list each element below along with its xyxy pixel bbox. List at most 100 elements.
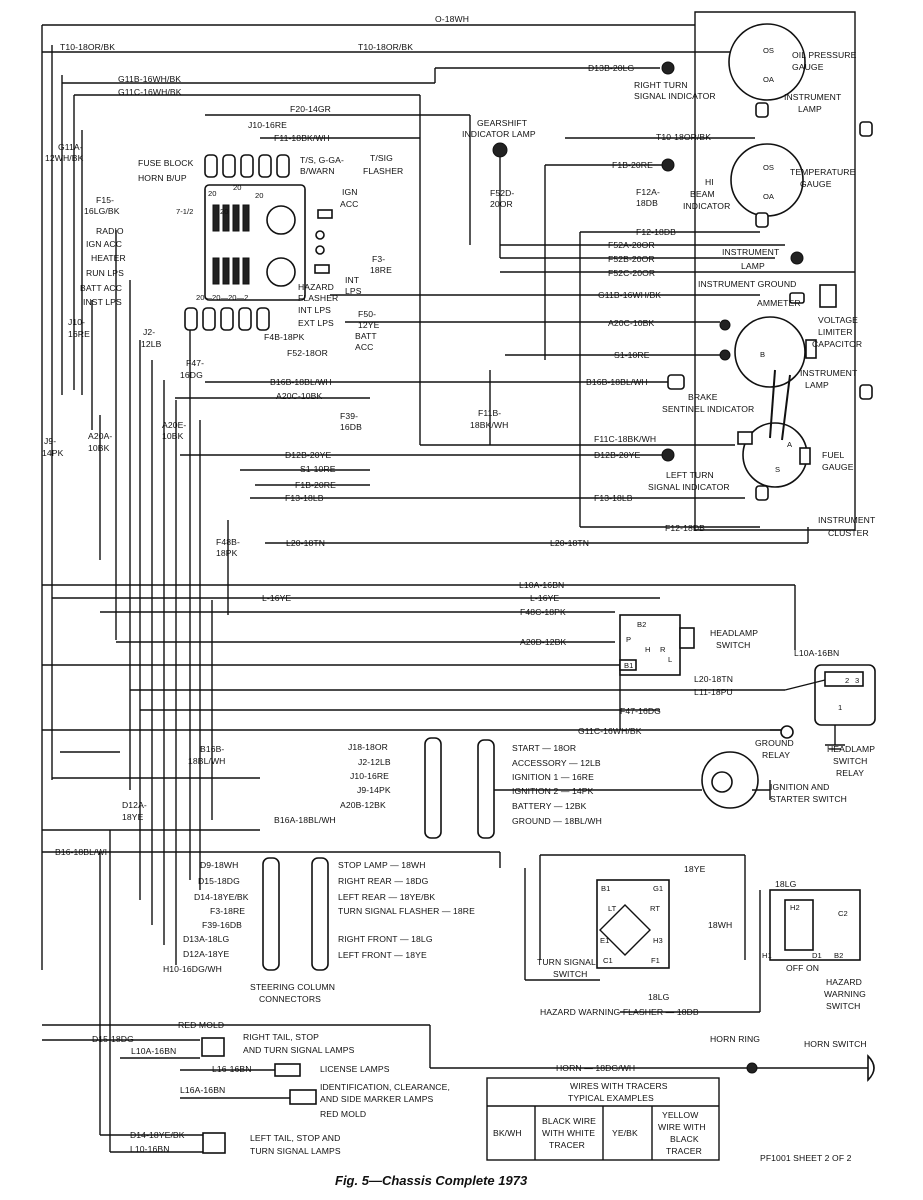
component-label: INSTRUMENT <box>818 515 876 525</box>
sheet-label: PF1001 SHEET 2 OF 2 <box>760 1153 852 1163</box>
fuse-right-label: INT LPS <box>298 305 331 315</box>
component-label: RIGHT TURN <box>634 80 688 90</box>
switch-term: RT <box>650 904 660 913</box>
fuse-right-label: BATT <box>355 331 377 341</box>
switch-term: B1 <box>601 884 610 893</box>
wire-label: 18WH <box>708 920 732 930</box>
table-title: WIRES WITH TRACERS <box>570 1081 668 1091</box>
table-cell: BLACK WIRE <box>542 1116 596 1126</box>
component-label: STARTER SWITCH <box>770 794 847 804</box>
component-label: RIGHT TAIL, STOP <box>243 1032 319 1042</box>
component-label: INSTRUMENT <box>722 247 780 257</box>
wire-label: F52B-20OR <box>608 254 655 264</box>
switch-term: E1 <box>600 936 609 945</box>
wire-label: F12-18DB <box>665 523 705 533</box>
wire-label: A20C-10BK <box>608 318 654 328</box>
component-label: HORN SWITCH <box>804 1039 867 1049</box>
component-label: INDICATOR <box>683 201 730 211</box>
wire-label: L20-18TN <box>694 674 733 684</box>
horizontal-wires <box>42 24 855 853</box>
wire-label: 18BL/WH <box>188 756 225 766</box>
wire-label: 18LG <box>775 879 797 889</box>
tracer-table <box>486 1077 720 1161</box>
component-label: GEARSHIFT <box>477 118 528 128</box>
component-label: BEAM <box>690 189 715 199</box>
hazard-switch-part <box>744 855 861 961</box>
wire-label: B16B-18BL/WH <box>586 377 648 387</box>
fuse-right-label: ACC <box>355 342 373 352</box>
fuse-label: RADIO <box>96 226 124 236</box>
wire-label: D15-18DG <box>92 1034 134 1044</box>
fuse-connectors-bottom <box>184 307 270 331</box>
component-label: TURN SIGNAL <box>537 957 596 967</box>
wire-label: F1B-20RE <box>612 160 653 170</box>
table-cell: WITH WHITE <box>542 1128 595 1138</box>
fuse-side-terminals <box>314 209 333 274</box>
component-label: WARNING <box>824 989 866 999</box>
component-label: LEFT TAIL, STOP AND <box>250 1133 340 1143</box>
table-cell: BK/WH <box>493 1128 522 1138</box>
component-label: SWITCH <box>833 756 868 766</box>
fuse-number: 20 <box>220 207 228 216</box>
component-label: LIMITER <box>818 327 853 337</box>
wire-label: T10-18OR/BK <box>60 42 115 52</box>
wire-label: J2- <box>143 327 155 337</box>
ign-wire: J9-14PK <box>357 785 391 795</box>
component-label: T/SIG <box>370 153 393 163</box>
steering-connector-part <box>262 857 329 971</box>
component-label: HI <box>705 177 714 187</box>
wire-label: G11C-16WH/BK <box>118 87 182 97</box>
fuse-block <box>184 154 333 331</box>
steer-wire: D9-18WH <box>200 860 238 870</box>
component-label: LAMP <box>805 380 829 390</box>
gauge-term: OS <box>763 46 774 55</box>
fuse-number: 20 <box>208 189 216 198</box>
component-label: HORN B/UP <box>138 173 187 183</box>
switch-term: D1 <box>812 951 822 960</box>
steer-circuit: TURN SIGNAL FLASHER — 18RE <box>338 906 475 916</box>
fuse-label: RUN LPS <box>86 268 124 278</box>
ign-circuit: BATTERY — 12BK <box>512 801 587 811</box>
component-label: INDICATOR LAMP <box>462 129 536 139</box>
wire-label: T10-18OR/BK <box>656 132 711 142</box>
gauge-term: OS <box>763 163 774 172</box>
switch-term: B2 <box>834 951 843 960</box>
wire-label: L20-18TN <box>550 538 589 548</box>
turn-signal-switch-part <box>499 852 761 1013</box>
component-label: LAMP <box>798 104 822 114</box>
wire-label: O-18WH <box>435 14 469 24</box>
headlamp-labels: HEADLAMP SWITCH GROUND RELAY HEADLAMP SW… <box>624 620 875 778</box>
wire-label: 18YE <box>684 864 706 874</box>
wire-label: 18DB <box>636 198 658 208</box>
component-label: HEADLAMP <box>710 628 758 638</box>
wire-label: G11B-16WH/BK <box>118 74 181 84</box>
component-label: INSTRUMENT <box>800 368 858 378</box>
table-cell: TRACER <box>549 1140 585 1150</box>
wire-label: F13-18LB <box>594 493 633 503</box>
wire-label: F11B- <box>478 408 501 418</box>
fuse-number: 20—20—20—2 <box>196 293 248 302</box>
switch-term: B1 <box>624 661 633 670</box>
fuse-labels: FUSE BLOCK HORN B/UP T/S, G-GA- B/WARN T… <box>80 153 403 352</box>
wire-label: F52A-20OR <box>608 240 655 250</box>
wire-label: F39- <box>340 411 358 421</box>
fuse-number: 7-1/2 <box>176 207 193 216</box>
wire-label: F3- <box>372 254 385 264</box>
steer-wire: D14-18YE/BK <box>194 892 249 902</box>
fuse-right-label: EXT LPS <box>298 318 334 328</box>
component-label: OIL PRESSURE <box>792 50 857 60</box>
switch-term: P <box>626 635 631 644</box>
wire-label: L16-16BN <box>212 1064 252 1074</box>
switch-term: H3 <box>653 936 663 945</box>
fuse-right-label: INT <box>345 275 360 285</box>
component-label: GAUGE <box>800 179 832 189</box>
component-label: HAZARD <box>826 977 862 987</box>
component-label: AMMETER <box>757 298 801 308</box>
switch-term: C1 <box>603 956 613 965</box>
wire-label: J10- <box>68 317 85 327</box>
component-label: INSTRUMENT <box>784 92 842 102</box>
component-label: RED MOLD <box>320 1109 366 1119</box>
gauge-term: B <box>760 350 765 359</box>
wire-label: F47-16DG <box>620 706 661 716</box>
tracer-table-text: WIRES WITH TRACERS TYPICAL EXAMPLES BK/W… <box>493 1081 706 1156</box>
